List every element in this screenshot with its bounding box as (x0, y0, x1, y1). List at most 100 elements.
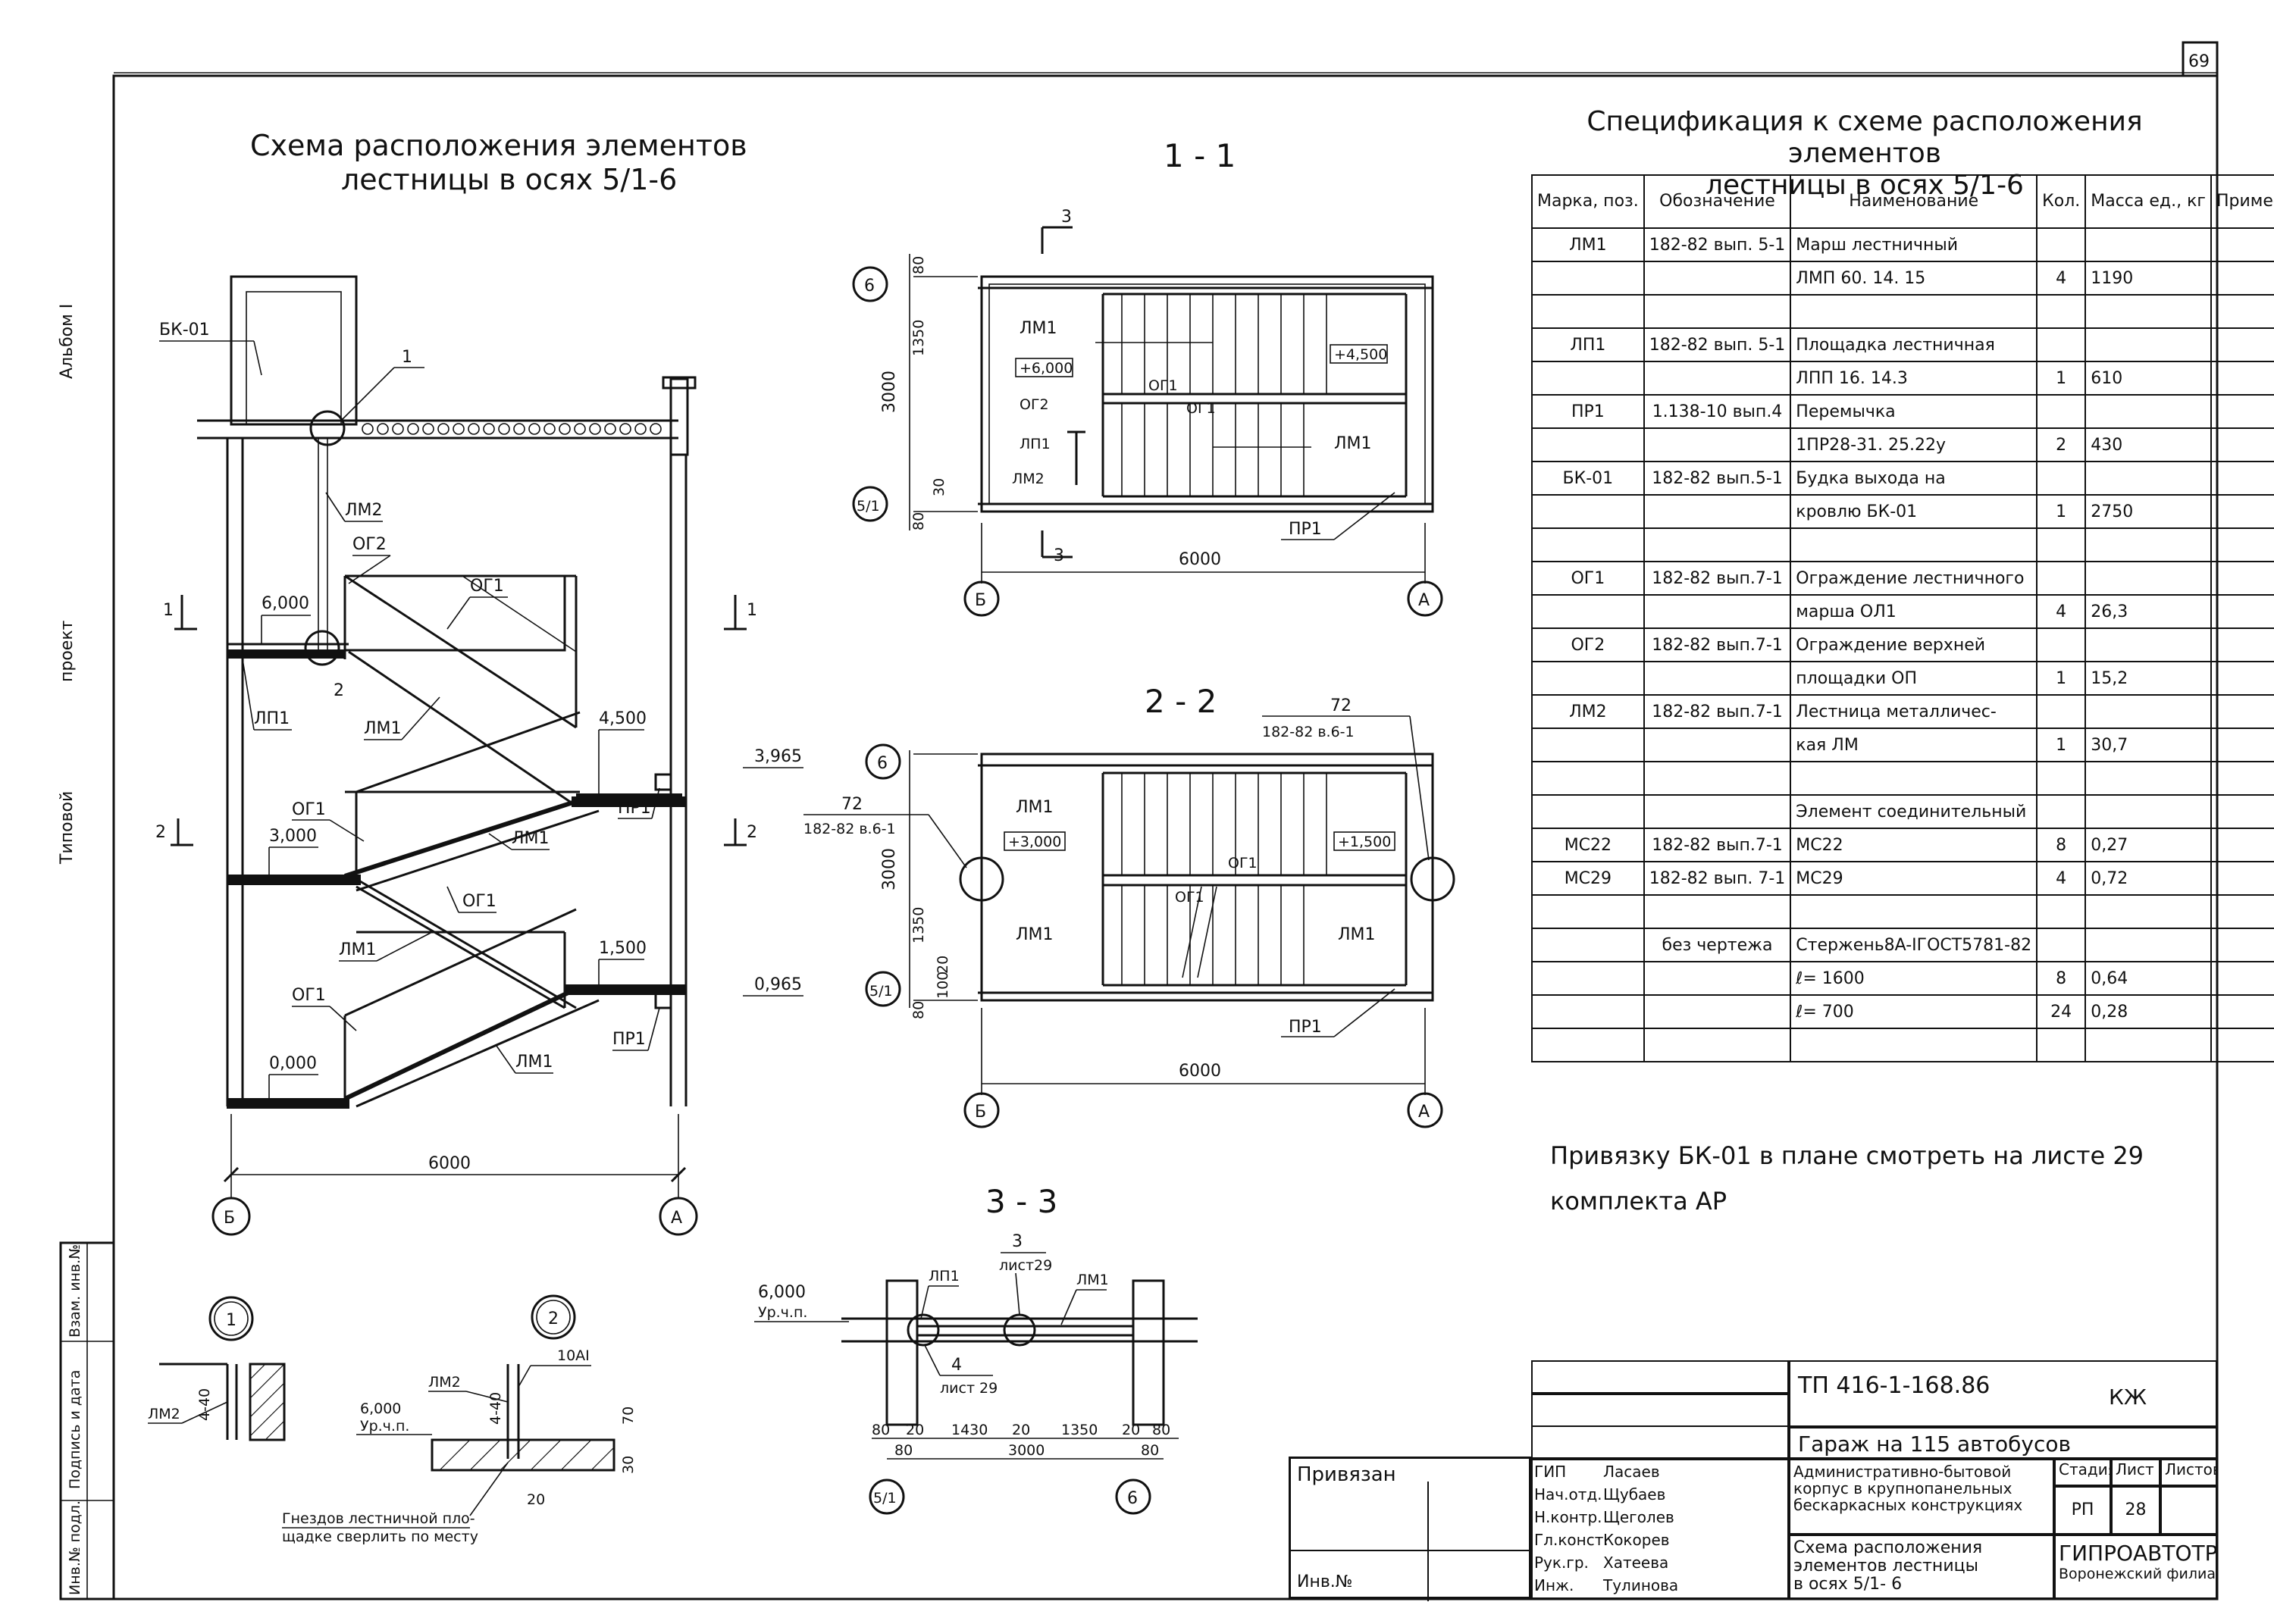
s33-level: 6,000 (758, 1283, 806, 1302)
spec-cell (2210, 861, 2274, 896)
spec-cell: 1 (2036, 361, 2087, 396)
spec-cell (1531, 994, 1645, 1029)
spec-cell (2210, 527, 2274, 562)
tb-role: Н.контр. (1534, 1508, 1602, 1526)
spec-cell (2210, 294, 2274, 329)
spec-cell: ℓ= 700 (1790, 994, 2038, 1029)
spec-cell (2036, 327, 2087, 362)
tb-sheet-title-2: элементов лестницы (1793, 1557, 1978, 1575)
label-level-1500: 1,500 (599, 939, 647, 958)
svg-text:2: 2 (747, 823, 757, 842)
p11-axis-b-circle (963, 580, 1000, 617)
spec-cell: 8 (2036, 828, 2087, 862)
spec-cell: 0,27 (2084, 828, 2212, 862)
plan-section-11: ЛМ1 +6,000 +4,500 ОГ2 ОГ1 ОГ1 ЛП1 ЛМ2 ЛМ… (852, 208, 1443, 617)
spec-cell (2210, 627, 2274, 662)
tb-role: Рук.гр. (1534, 1554, 1589, 1572)
spec-row (1531, 294, 2274, 329)
spec-cell: ЛМП 60. 14. 15 (1790, 261, 2038, 296)
label-callout-1: 1 (402, 348, 412, 367)
spec-cell: кровлю БК-01 (1790, 494, 2038, 529)
plan-section-22: ЛМ1 +3,000 +1,500 ОГ1 ОГ1 ЛМ1 ЛМ1 ПР1 72… (803, 696, 1455, 1128)
spec-cell: 24 (2036, 994, 2087, 1029)
s33-ref-bot-sheet: лист 29 (940, 1380, 998, 1397)
tb-sheets-header: Листов (2160, 1459, 2217, 1486)
spec-row (1531, 527, 2274, 562)
spec-cell (1643, 594, 1792, 629)
node2-note1: Гнездов лестничной пло- (282, 1510, 475, 1527)
stair-treads-22-top (1121, 773, 1327, 875)
stair-treads-11-top (1121, 294, 1327, 394)
label-lp1: ЛП1 (254, 709, 290, 728)
p22-level-1500: +1,500 (1338, 834, 1391, 850)
p22-dim-80: 80 (910, 1001, 927, 1019)
p11-og1-b: ОГ1 (1186, 400, 1216, 417)
spec-cell: 30,7 (2084, 728, 2212, 762)
scheme-axis-a: А (671, 1209, 682, 1228)
spec-cell: МС22 (1531, 828, 1645, 862)
spec-col-note: Приме-чание (2210, 174, 2274, 229)
spec-row (1531, 894, 2274, 929)
spec-cell: 182-82 вып. 5-1 (1643, 227, 1792, 262)
spec-cell: ЛПП 16. 14.3 (1790, 361, 2038, 396)
s33-dim2-80a: 80 (894, 1442, 913, 1459)
s33-level-sub: Ур.ч.п. (758, 1304, 807, 1321)
spec-cell (1531, 728, 1645, 762)
spec-cell: МС29 (1790, 861, 2038, 896)
spec-cell (2036, 694, 2087, 729)
side-label-project: проект (58, 620, 77, 682)
spec-cell (1643, 961, 1792, 996)
p11-axis-b: Б (975, 591, 986, 610)
s33-dim-80b: 80 (1152, 1422, 1170, 1438)
spec-cell (1531, 961, 1645, 996)
spec-cell (1790, 294, 2038, 329)
svg-text:2: 2 (155, 823, 166, 842)
binding-note: Привязку БК-01 в плане смотреть на листе… (1550, 1133, 2144, 1224)
spec-cell (1531, 594, 1645, 629)
scheme-title-line1: Схема расположения элементов (250, 129, 747, 162)
spec-cell (2084, 294, 2212, 329)
spec-cell (1643, 494, 1792, 529)
p22-pr1: ПР1 (1289, 1018, 1322, 1037)
spec-col-name: Наименование (1790, 174, 2038, 229)
spec-cell: 430 (2084, 427, 2212, 462)
side-label-album: Альбом I (58, 304, 77, 379)
section-title-22: 2 - 2 (1145, 683, 1217, 720)
node-1-detail: 1 4-40 ЛМ2 (148, 1296, 286, 1441)
tb-mark: КЖ (2109, 1385, 2147, 1410)
spec-cell: кая ЛМ (1790, 728, 2038, 762)
spec-cell (1790, 894, 2038, 929)
spec-cell: Будка выхода на (1790, 461, 2038, 496)
spec-cell (2036, 928, 2087, 962)
node-2-detail: 2 10АI ЛМ2 6,000 Ур.ч.п. 4-40 70 30 20 Г… (282, 1294, 637, 1545)
p11-dim-total: 3000 (880, 371, 899, 413)
axis-a-circle (659, 1197, 698, 1236)
tb-stage-header: Стадия (2054, 1459, 2111, 1486)
spec-cell (2210, 694, 2274, 729)
spec-cell: 610 (2084, 361, 2212, 396)
node2-dim2: 70 (620, 1407, 637, 1425)
spec-cell: 182-82 вып.7-1 (1643, 561, 1792, 596)
spec-cell (1643, 794, 1792, 829)
node2-num: 2 (548, 1310, 559, 1328)
s33-dim-1430: 1430 (951, 1422, 988, 1438)
tb-sheet-header: Лист (2111, 1459, 2160, 1486)
section-title-33: 3 - 3 (985, 1183, 1057, 1220)
svg-text:1: 1 (747, 601, 757, 620)
binding-stamp: Привязан Инв.№ (1289, 1457, 1531, 1601)
tb-name: Щубаев (1603, 1485, 1666, 1504)
spec-cell (2210, 828, 2274, 862)
cut-mark-1-left: 1 (163, 595, 197, 631)
tb-sheet-title-1: Схема расположения (1793, 1538, 1983, 1557)
side-labels: Альбом I проект Типовой (58, 304, 77, 865)
p22-axis-6-circle (865, 743, 901, 780)
spec-cell (1643, 761, 1792, 796)
